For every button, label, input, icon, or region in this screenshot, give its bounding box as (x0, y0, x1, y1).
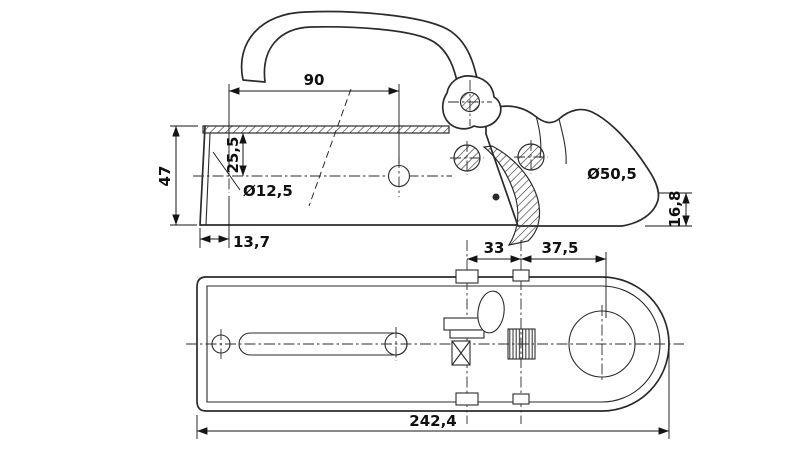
beam-left-inner-wall (205, 132, 211, 226)
pin-front-centerlines (450, 141, 484, 175)
rear-bolt-bottom-tab (512, 393, 530, 405)
pin-rear-centerlines (514, 140, 548, 174)
ext-lines-47 (170, 125, 198, 226)
dimension-90: 90 (228, 71, 400, 166)
dim-label-25-5: 25,5 (224, 136, 242, 173)
dimension-242-4: 242,4 (196, 349, 670, 439)
ball-socket-section-hatch (482, 145, 541, 246)
rear-bolt-top-tab (512, 269, 530, 282)
beam-top-section-hatch (202, 125, 450, 134)
dimension-33: 33 (467, 239, 521, 263)
dim-label-d12-5: Ø12,5 (243, 182, 293, 200)
handle-alt-position-line (308, 88, 352, 207)
rear-bolt-knurl (507, 328, 536, 360)
dimension-16-8: 16,8 (645, 190, 692, 228)
dim-label-33: 33 (484, 239, 505, 257)
leader-d12-5 (212, 151, 241, 191)
latch-block-cross (451, 340, 471, 366)
pivot-centerlines (448, 80, 492, 126)
beam-left-end (199, 125, 206, 226)
dimension-25-5: 25,5 (224, 133, 247, 176)
ball-socket-circle (568, 310, 636, 378)
handle-knob-top (477, 290, 505, 334)
dim-label-90: 90 (304, 71, 325, 89)
callout-d12-5: Ø12,5 (212, 151, 293, 200)
dimension-13-7: 13,7 (199, 196, 270, 251)
dim-label-16-8: 16,8 (666, 190, 684, 227)
dim-label-13-7: 13,7 (233, 233, 270, 251)
head-nose-line (558, 118, 567, 165)
front-bolt-bottom-tab (455, 392, 479, 406)
front-bolt-top-tab (455, 269, 479, 284)
ext-lines-13-7 (199, 196, 230, 248)
dimension-37-5: 37,5 (521, 239, 607, 318)
plan-outer-outline (196, 276, 670, 412)
dim-label-47: 47 (156, 166, 174, 187)
dim-label-242-4: 242,4 (409, 412, 456, 430)
ext-lines-242-4 (196, 349, 670, 439)
dim-label-d50-5: Ø50,5 (587, 165, 637, 183)
plan-view: 33 37,5 242,4 (186, 239, 684, 439)
dimension-47: 47 (156, 125, 198, 226)
dim-label-37-5: 37,5 (541, 239, 578, 257)
ext-lines-90 (228, 84, 400, 166)
latch-pawl-dot (492, 193, 500, 201)
side-view: 90 47 25,5 Ø12,5 13,7 Ø50,5 (156, 10, 692, 251)
handle-lever (240, 10, 480, 93)
latch-slide (449, 329, 485, 339)
plan-inner-outline (206, 285, 661, 403)
